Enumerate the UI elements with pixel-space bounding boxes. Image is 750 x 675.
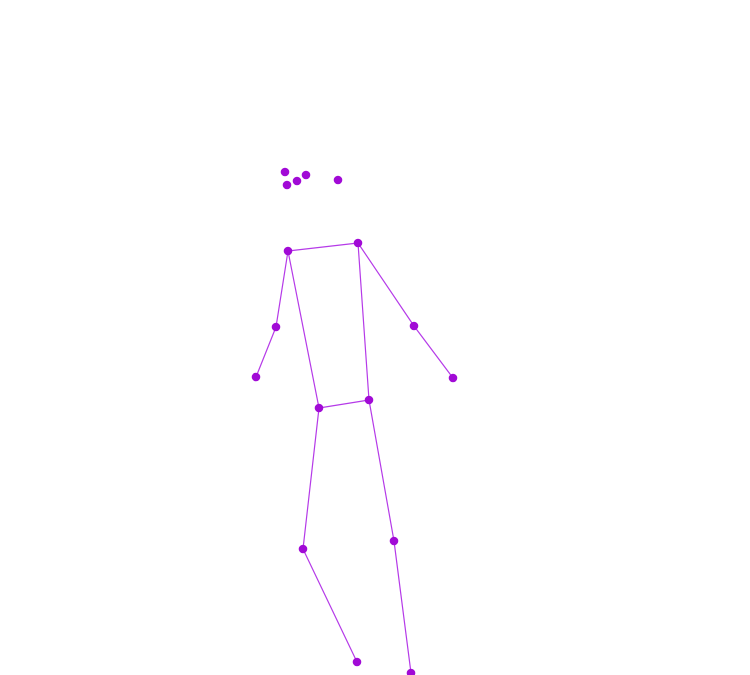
keypoint-left-elbow [271, 322, 281, 332]
keypoint-left-knee [298, 544, 308, 554]
bone-left-shoulder-to-left-elbow [275, 250, 289, 328]
skeleton-keypoints [251, 167, 458, 675]
bone-left-knee-to-left-ankle [302, 548, 358, 663]
keypoint-left-wrist [251, 372, 261, 382]
keypoint-face-4 [282, 180, 292, 190]
skeleton-bones [255, 242, 454, 674]
bone-left-shoulder-to-right-shoulder [287, 242, 359, 252]
keypoint-face-3 [292, 176, 302, 186]
keypoint-right-knee [389, 536, 399, 546]
keypoint-right-hip [364, 395, 374, 405]
keypoint-face-5 [333, 175, 343, 185]
bone-left-elbow-to-left-wrist [255, 326, 277, 378]
keypoint-face-1 [280, 167, 290, 177]
keypoint-right-wrist [448, 373, 458, 383]
bone-right-elbow-to-right-wrist [413, 325, 454, 379]
keypoint-left-ankle [352, 657, 362, 667]
bone-right-hip-to-right-knee [368, 399, 395, 542]
keypoint-right-shoulder [353, 238, 363, 248]
bone-left-shoulder-to-left-hip [287, 250, 320, 409]
keypoint-right-elbow [409, 321, 419, 331]
keypoint-face-2 [301, 170, 311, 180]
bone-right-knee-to-right-ankle [393, 540, 412, 674]
bone-left-hip-to-right-hip [318, 399, 370, 409]
bone-right-shoulder-to-right-elbow [357, 242, 415, 327]
bone-right-shoulder-to-right-hip [357, 242, 370, 401]
keypoint-right-ankle [406, 668, 416, 675]
keypoint-left-hip [314, 403, 324, 413]
bone-left-hip-to-left-knee [302, 407, 320, 550]
keypoint-left-shoulder [283, 246, 293, 256]
